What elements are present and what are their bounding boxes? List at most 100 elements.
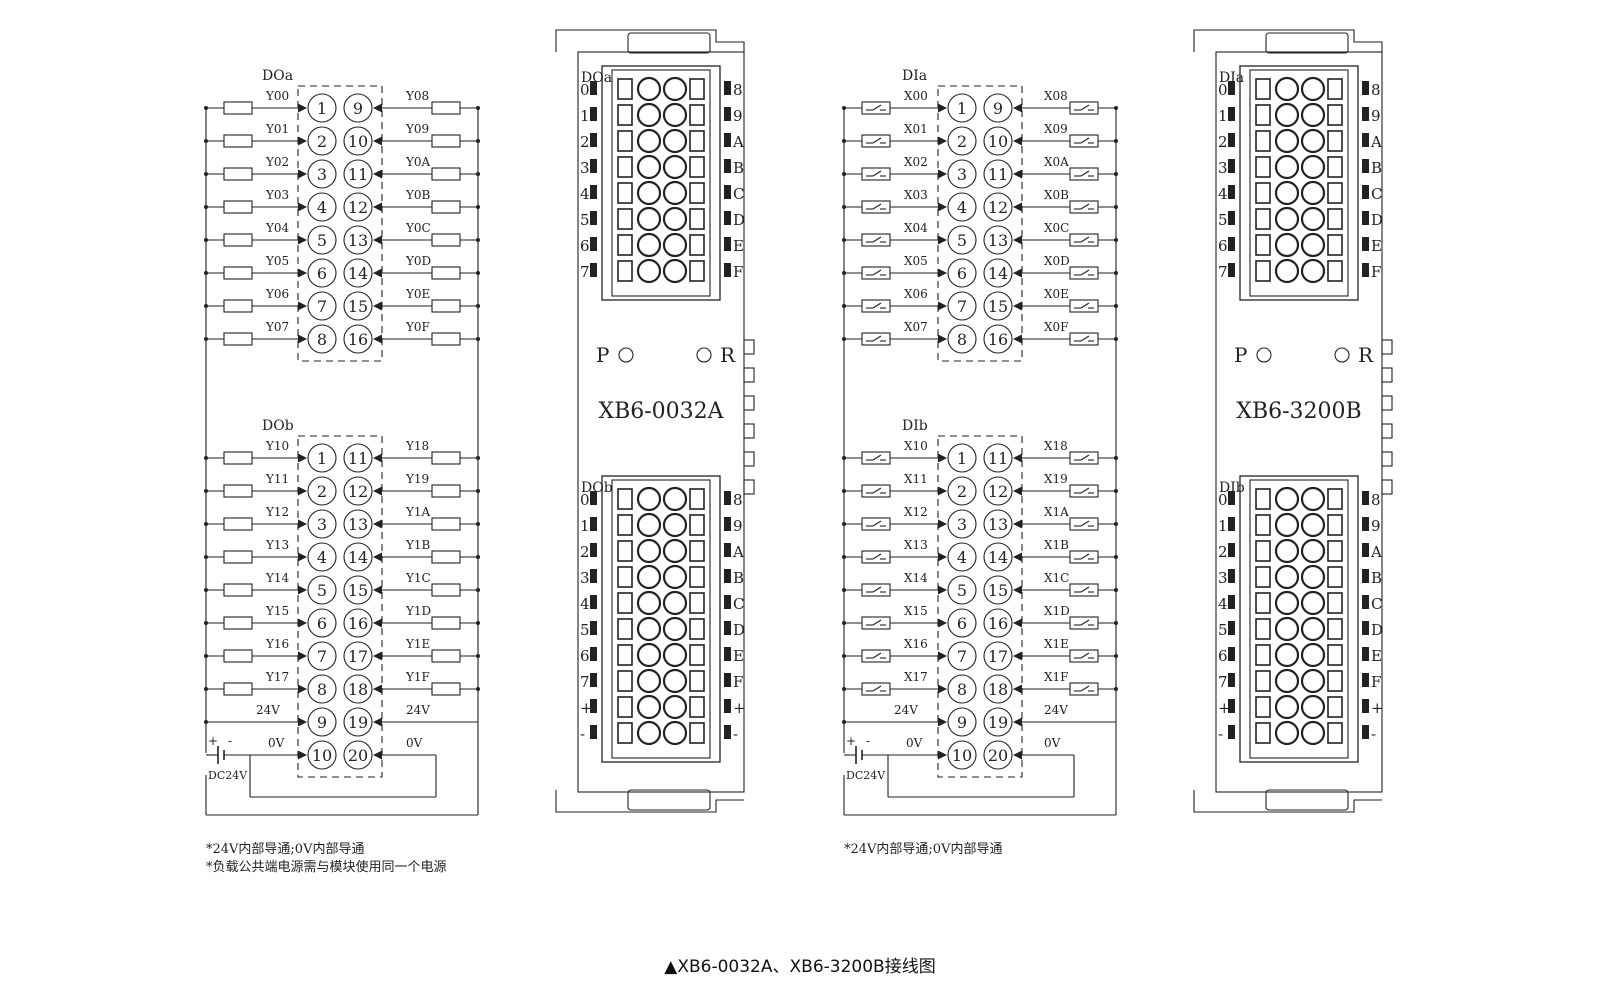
di-b-supply-label: DC24V [846,769,886,782]
mb-bottom-label: DIb [1219,480,1245,496]
ma-bottom-channel-label: 3 [580,569,590,587]
mb-indicator-label: P [1234,343,1247,367]
do-a-load [431,101,461,115]
do-b-pin-circle [343,641,373,671]
mb-bottom-led [1362,725,1369,739]
di-a-signal-label: X00 [904,89,928,103]
ma-indicator-label: R [720,343,736,367]
do-b-signal-label: Y1F [405,670,430,684]
do-a-signal-label: Y07 [265,320,289,334]
ma-top-led [724,211,731,225]
di-b-pin-circle [947,476,977,506]
ma-bottom-release-tab [617,670,633,692]
di-a-pin-circle [947,126,977,156]
ma-bottom-release-tab [689,670,705,692]
ma-housing [577,51,745,793]
di-b-pin-circle [947,608,977,638]
di-b-pin-circle [947,674,977,704]
mb-top-wire-hole [1274,102,1300,128]
do-a-signal-label: Y09 [405,122,429,136]
ma-top-wire-hole [662,232,688,258]
mb-bottom-wire-hole [1300,616,1326,642]
mb-bottom-release-tab [1327,566,1343,588]
di-b-pin-number: 3 [957,515,967,534]
di-a-load-contact [1080,104,1090,111]
mb-top-channel-label: B [1371,159,1382,177]
di-a-pin-circle [983,159,1013,189]
do-a-load [223,101,253,115]
mb-indicator-led [1256,347,1272,363]
ma-side-nub [743,479,755,495]
mb-bottom-wire-hole [1300,486,1326,512]
do-b-signal-label: Y19 [405,472,429,486]
do-a-signal-label: Y0C [405,221,431,235]
do-b-pin-number: 2 [317,482,327,501]
do-a-signal-label: Y0A [405,155,431,169]
di-b-pin-number: 16 [988,614,1008,633]
di-a-load-contact [872,104,882,111]
do-b-signal-label: Y1A [405,505,431,519]
mb-bottom-led [1228,543,1235,557]
do-b-signal-label: Y17 [265,670,289,684]
ma-top-release-tab [617,156,633,178]
do-b-pin-number: 5 [317,581,327,600]
di-b-pin-circle [983,476,1013,506]
di-b-signal-label: X19 [1044,472,1068,486]
do-a-load [223,233,253,247]
mb-top-release-tab [1327,182,1343,204]
ma-bottom-led [590,673,597,687]
do-b-signal-label: 0V [406,736,423,750]
mb-bottom-channel-label: - [1371,725,1376,743]
ma-bottom-release-tab [617,722,633,744]
do-a-pin-circle [307,126,337,156]
di-b-load-contact [872,586,882,593]
mb-top-channel-label: A [1370,133,1382,151]
mb-bottom-wire-hole [1300,590,1326,616]
mb-top-release-tab [1255,156,1271,178]
ma-bottom-release-tab [617,566,633,588]
do-b-group-label: DOb [262,418,294,434]
do-b-battery-polarity: - [228,734,232,748]
do-a-signal-label: Y0B [405,188,431,202]
mb-bottom-led [1362,569,1369,583]
do-b-load [431,451,461,465]
di-b-signal-label: X14 [904,571,928,585]
di-a-pin-number: 5 [957,231,967,250]
mb-bottom-channel-label: C [1371,595,1382,613]
di-b-pin-circle [947,443,977,473]
do-a-pin-circle [343,159,373,189]
di-b-pin-circle [983,740,1013,770]
mb-side-nub [1381,451,1393,467]
di-a-signal-label: X04 [904,221,928,235]
di-a-pin-circle [983,225,1013,255]
do-a-pin-circle [307,291,337,321]
di-b-pin-circle [983,575,1013,605]
do-a-pin-number: 9 [353,99,363,118]
ma-bottom-channel-label: 2 [580,543,590,561]
ma-bottom-release-tab [689,566,705,588]
mb-bottom-release-tab [1255,592,1271,614]
mb-bottom-led [1228,725,1235,739]
di-a-pin-number: 12 [988,198,1008,217]
ma-bottom-wire-hole [662,616,688,642]
ma-bottom-channel-label: F [733,673,743,691]
do-b-load [223,616,253,630]
ma-top-led [724,159,731,173]
ma-bottom-channel-label: 0 [580,491,590,509]
di-b-signal-label: X17 [904,670,928,684]
do-b-pin-circle [307,575,337,605]
ma-bottom-wire-hole [636,642,662,668]
ma-top-release-tab [689,208,705,230]
do-a-signal-label: Y06 [265,287,289,301]
mb-bottom-release-tab [1327,488,1343,510]
di-b-pin-number: 6 [957,614,967,633]
di-b-pin-circle [983,542,1013,572]
di-b-signal-label: X10 [904,439,928,453]
ma-top-channel-label: D [733,211,745,229]
ma-top-connector-body [611,69,711,297]
di-a-signal-label: X07 [904,320,928,334]
ma-bottom-channel-label: 6 [580,647,590,665]
ma-top-release-tab [689,234,705,256]
